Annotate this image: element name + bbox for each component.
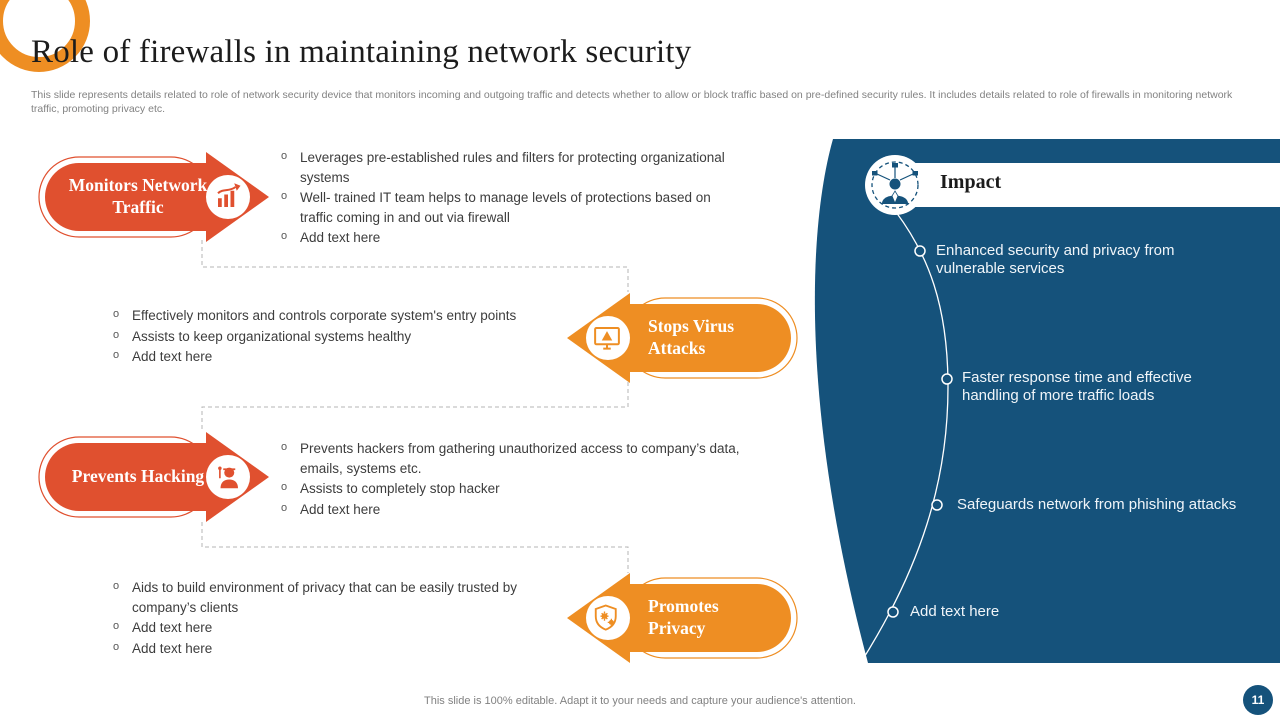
arrow-label: Stops Virus Attacks: [648, 316, 735, 358]
list-item: o Assists to keep organizational systems …: [110, 327, 580, 347]
list-item: o Add text here: [110, 618, 580, 638]
slide-description: This slide represents details related to…: [31, 89, 1233, 116]
bullet-text[interactable]: Add text here: [300, 230, 381, 245]
arrow-prevents-hacking[interactable]: Prevents Hacking: [36, 430, 272, 524]
arrow-promotes-privacy[interactable]: Promotes Privacy: [564, 571, 800, 665]
arrow-monitors-network-traffic[interactable]: Monitors Network Traffic: [36, 150, 272, 244]
impact-person-network-icon: [865, 155, 925, 215]
bullet-text[interactable]: Add text here: [132, 349, 213, 364]
traffic-monitor-icon: [217, 183, 241, 207]
hacker-icon: [218, 466, 238, 489]
impact-heading: Impact: [940, 171, 1002, 193]
bullet-marker: o: [281, 441, 288, 453]
arrow-label: Prevents Hacking: [71, 466, 205, 487]
impact-item: Safeguards network from phishing attacks: [957, 496, 1237, 513]
impact-banner: [915, 163, 1280, 207]
list-item: o Add text here: [110, 347, 580, 367]
timeline-marker: [887, 606, 899, 618]
list-item: o Effectively monitors and controls corpo…: [110, 306, 580, 326]
arrow-label: Monitors Network Traffic: [68, 175, 208, 217]
bullet-text: Assists to completely stop hacker: [300, 481, 500, 496]
bullet-marker: o: [113, 580, 120, 592]
timeline-marker: [914, 245, 926, 257]
arrow-shape: [567, 573, 798, 663]
bullet-text[interactable]: Add text here: [132, 620, 213, 635]
arrow-shape: [38, 432, 269, 522]
bullet-text: Effectively monitors and controls corpor…: [132, 308, 517, 323]
bullet-text: Aids to build environment of privacy tha…: [132, 580, 517, 615]
list-item: o Well- trained IT team helps to manage l…: [278, 188, 748, 227]
list-item: o Add text here: [278, 500, 748, 520]
list-item: o Aids to build environment of privacy th…: [110, 578, 580, 617]
bullet-text: Leverages pre-established rules and filt…: [300, 150, 725, 185]
privacy-shield-icon: [594, 604, 617, 631]
list-item: o Prevents hackers from gathering unautho…: [278, 439, 748, 478]
impact-item: Faster response time and effective handl…: [962, 369, 1192, 405]
bullet-marker: o: [281, 230, 288, 242]
arrow-stops-virus-attacks[interactable]: Stops Virus Attacks: [564, 291, 800, 385]
page-title: Role of firewalls in maintaining network…: [31, 34, 692, 70]
bullet-marker: o: [281, 481, 288, 493]
bullet-text: Well- trained IT team helps to manage le…: [300, 190, 711, 225]
list-item: o Leverages pre-established rules and fil…: [278, 148, 748, 187]
bullet-marker: o: [113, 308, 120, 320]
bullet-marker: o: [281, 501, 288, 514]
bullet-marker: o: [113, 328, 120, 341]
impact-panel: [814, 139, 1280, 663]
impact-item: Enhanced security and privacy from vulne…: [936, 242, 1175, 278]
timeline-marker: [941, 373, 953, 385]
list-item: o Add text here: [110, 639, 580, 659]
bullet-text: Assists to keep organizational systems h…: [132, 328, 412, 344]
bullet-text: Prevents hackers from gathering unauthor…: [300, 441, 740, 476]
bullet-marker: o: [113, 349, 120, 361]
bullet-list-prevents-hacking: o Prevents hackers from gathering unautho…: [278, 439, 748, 520]
bullet-list-promotes-privacy: o Aids to build environment of privacy th…: [110, 578, 580, 659]
arrow-label: Promotes Privacy: [648, 596, 719, 638]
bullet-marker: o: [281, 190, 288, 202]
bullet-marker: o: [113, 640, 120, 653]
impact-timeline: [859, 211, 949, 663]
bullet-marker: o: [113, 620, 120, 632]
timeline-marker: [931, 499, 943, 511]
bullet-marker: o: [281, 150, 288, 162]
list-item: o Assists to completely stop hacker: [278, 479, 748, 499]
bullet-text[interactable]: Add text here: [132, 640, 213, 656]
slide-footer-note: This slide is 100% editable. Adapt it to…: [424, 695, 856, 707]
virus-warning-icon: [594, 327, 620, 350]
bullet-list-stops-virus: o Effectively monitors and controls corpo…: [110, 306, 580, 368]
page-number-badge: 11: [1243, 685, 1273, 715]
bullet-text[interactable]: Add text here: [300, 501, 381, 517]
bullet-list-monitors: o Leverages pre-established rules and fil…: [278, 148, 748, 249]
list-item: o Add text here: [278, 228, 748, 248]
impact-item[interactable]: Add text here: [910, 603, 1000, 620]
